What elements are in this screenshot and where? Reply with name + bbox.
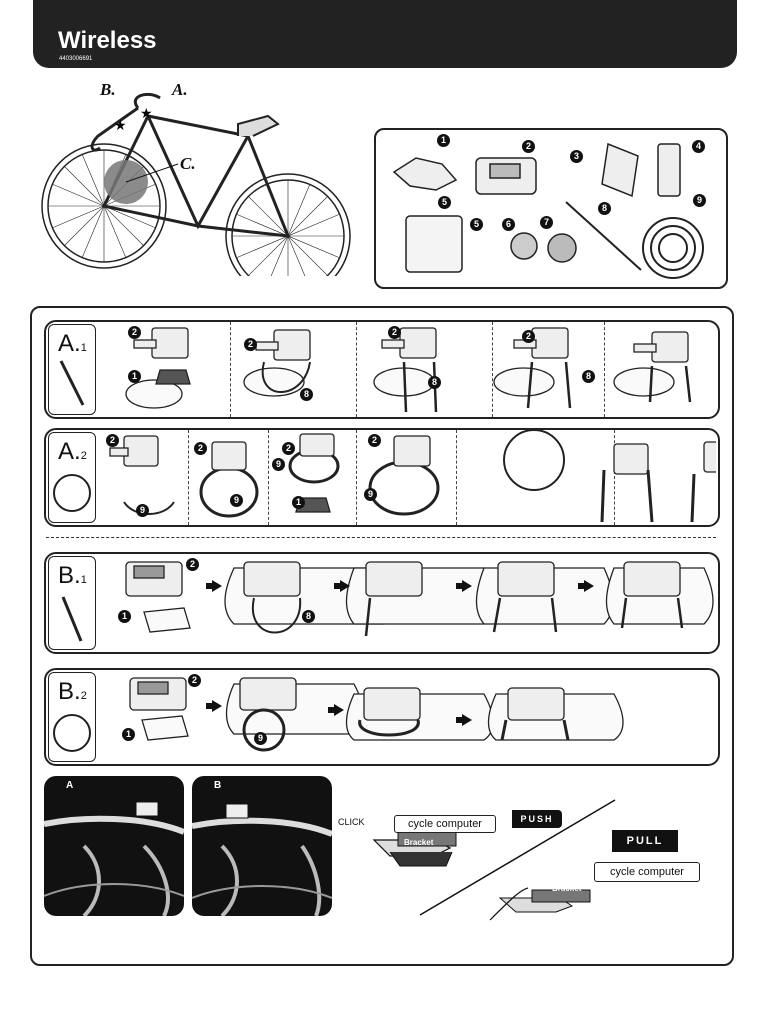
row-a2-step-4 bbox=[356, 430, 457, 525]
row-a1: A.1 2 1 2 8 2 8 2 8 bbox=[44, 320, 720, 419]
row-a1-num-8: 8 bbox=[582, 370, 595, 383]
parts-list-box: 1 2 3 4 5 5 6 7 8 9 bbox=[374, 128, 728, 289]
svg-text:★: ★ bbox=[114, 117, 127, 133]
row-a1-num-2: 1 bbox=[128, 370, 141, 383]
part-number-3: 3 bbox=[570, 150, 583, 163]
push-arrow: PUSH bbox=[512, 810, 562, 828]
handlebar-photo-b bbox=[192, 803, 332, 916]
part-number-5: 5 bbox=[438, 196, 451, 209]
part-number-8: 8 bbox=[598, 202, 611, 215]
row-a2-num-4: 9 bbox=[230, 494, 243, 507]
row-a2-step-2 bbox=[188, 430, 269, 525]
mounting-diagram bbox=[372, 799, 616, 921]
row-a2-step-3 bbox=[268, 430, 357, 525]
bike-label-a: A. bbox=[172, 80, 188, 99]
row-a2-step-5 bbox=[456, 430, 615, 525]
part-number-6: 6 bbox=[502, 218, 515, 231]
part-number-7: 7 bbox=[540, 216, 553, 229]
row-a1-label-cell bbox=[48, 324, 96, 415]
bike-label-b: B. bbox=[100, 80, 116, 99]
row-a1-step-4 bbox=[492, 322, 605, 417]
rubber-ring-icon bbox=[53, 474, 91, 512]
bracket-label-top: Bracket bbox=[404, 838, 434, 847]
instructions-box bbox=[30, 306, 734, 966]
bracket-label-bottom: Bracket bbox=[552, 884, 582, 893]
row-b2-num-3: 9 bbox=[254, 732, 267, 745]
part-number-9: 9 bbox=[693, 194, 706, 207]
b2-arrow-1 bbox=[206, 700, 222, 712]
document-code: 4403006691 bbox=[59, 56, 93, 62]
photo-handlebar-b: B bbox=[192, 776, 332, 916]
row-b1-num-1: 2 bbox=[186, 558, 199, 571]
row-a2-num-8: 2 bbox=[368, 434, 381, 447]
row-a2: A.2 2 9 2 9 2 9 1 2 9 bbox=[44, 428, 720, 527]
row-a2-num-9: 9 bbox=[364, 488, 377, 501]
row-a2-num-2: 9 bbox=[136, 504, 149, 517]
b1-arrow-3 bbox=[456, 580, 472, 592]
photo-b-tag: B bbox=[214, 780, 222, 791]
row-a1-num-4: 8 bbox=[300, 388, 313, 401]
row-b1-illustrations bbox=[125, 561, 714, 637]
row-a2-step-6 bbox=[614, 430, 717, 525]
rubber-ring-icon bbox=[53, 714, 91, 752]
row-b2-illustrations bbox=[129, 677, 624, 752]
row-a2-label: A.2 bbox=[58, 438, 87, 465]
b1-arrow-4 bbox=[578, 580, 594, 592]
row-a1-num-7: 2 bbox=[522, 330, 535, 343]
photo-handlebar-a: A bbox=[44, 776, 184, 916]
row-b1-num-2: 1 bbox=[118, 610, 131, 623]
part-number-2: 2 bbox=[522, 140, 535, 153]
row-b2-num-2: 1 bbox=[122, 728, 135, 741]
row-a2-num-3: 2 bbox=[194, 442, 207, 455]
click-label: CLICK bbox=[338, 817, 365, 827]
row-a2-num-5: 2 bbox=[282, 442, 295, 455]
row-a1-num-1: 2 bbox=[128, 326, 141, 339]
row-b1: B.1 2 1 8 bbox=[44, 552, 720, 654]
header-bar: Wireless 4403006691 bbox=[33, 0, 737, 68]
b2-arrow-2 bbox=[328, 704, 344, 716]
part-number-5b: 5 bbox=[470, 218, 483, 231]
row-b2-num-1: 2 bbox=[188, 674, 201, 687]
part-number-4: 4 bbox=[692, 140, 705, 153]
row-a1-num-6: 8 bbox=[428, 376, 441, 389]
pull-arrow: PULL bbox=[612, 830, 678, 852]
handlebar-photo-a bbox=[44, 801, 184, 916]
b1-arrow-2 bbox=[334, 580, 350, 592]
row-a1-step-3 bbox=[356, 322, 493, 417]
row-a1-label: A.1 bbox=[58, 330, 87, 357]
row-a1-step-5 bbox=[604, 322, 717, 417]
row-b2-label: B.2 bbox=[58, 678, 87, 705]
b2-arrow-3 bbox=[456, 714, 472, 726]
row-b2: B.2 2 1 9 bbox=[44, 668, 720, 766]
bike-drawing: ★ ★ bbox=[41, 92, 351, 299]
cycle-computer-bottom: cycle computer bbox=[594, 862, 700, 882]
row-a2-num-7: 1 bbox=[292, 496, 305, 509]
row-b1-label-cell bbox=[48, 556, 96, 650]
cable-tie-icon bbox=[61, 596, 83, 642]
row-b1-num-3: 8 bbox=[302, 610, 315, 623]
row-a2-label-cell bbox=[48, 432, 96, 523]
row-a1-num-5: 2 bbox=[388, 326, 401, 339]
photo-a-tag: A bbox=[66, 780, 74, 791]
row-a1-num-3: 2 bbox=[244, 338, 257, 351]
row-b1-label: B.1 bbox=[58, 562, 87, 589]
svg-text:★: ★ bbox=[140, 105, 153, 121]
bike-label-c: C. bbox=[180, 154, 196, 173]
row-a1-step-2 bbox=[230, 322, 357, 417]
row-a2-num-6: 9 bbox=[272, 458, 285, 471]
cable-tie-icon bbox=[59, 360, 85, 406]
cycle-computer-top: cycle computer bbox=[394, 815, 496, 833]
row-a2-num-1: 2 bbox=[106, 434, 119, 447]
part-number-1: 1 bbox=[437, 134, 450, 147]
bike-illustration: ★ ★ B. A. C. bbox=[38, 76, 358, 299]
row-b2-label-cell bbox=[48, 672, 96, 762]
b1-arrow-1 bbox=[206, 580, 222, 592]
page-title: Wireless bbox=[58, 27, 157, 54]
row-a1-illustrations bbox=[125, 327, 692, 413]
parts-drawing bbox=[392, 142, 704, 279]
section-divider bbox=[46, 537, 716, 538]
